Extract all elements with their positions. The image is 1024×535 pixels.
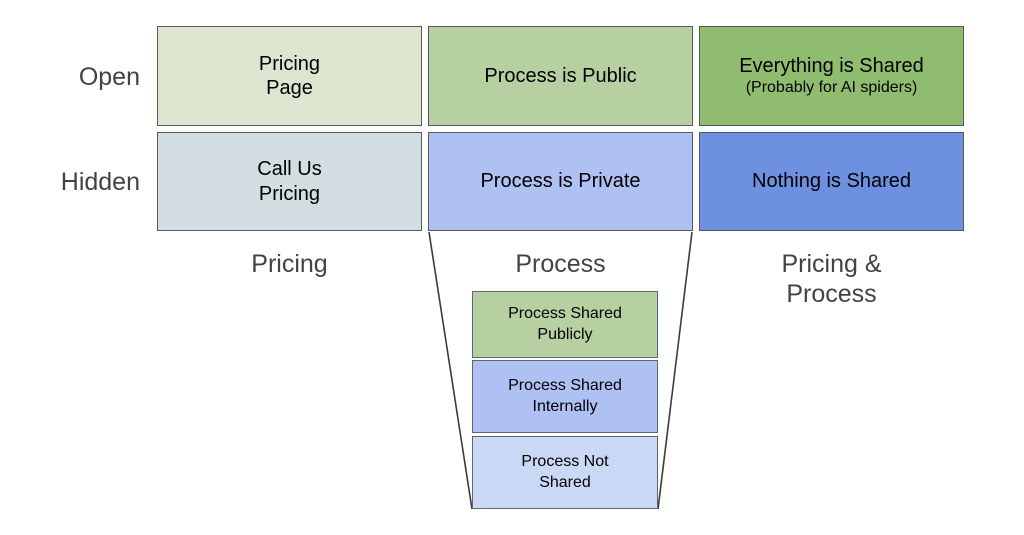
column-caption-process-line1: Process — [515, 250, 606, 278]
subbox-process-shared-publicly-line2: Publicly — [537, 325, 593, 343]
column-caption-pricing-line1: Pricing — [251, 250, 328, 278]
column-caption-pricing-and-process: Pricing & Process — [699, 249, 964, 309]
cell-call-us-pricing-line1: Call Us — [257, 158, 322, 181]
row-label-hidden: Hidden — [60, 168, 140, 196]
cell-process-is-public-line1: Process is Public — [484, 64, 637, 87]
cell-everything-is-shared[interactable]: Everything is Shared (Probably for AI sp… — [699, 26, 964, 126]
cell-process-is-private[interactable]: Process is Private — [428, 132, 693, 231]
column-caption-pricing: Pricing — [157, 249, 422, 279]
cell-everything-is-shared-note: (Probably for AI spiders) — [745, 79, 918, 97]
cell-pricing-page-line2: Page — [266, 77, 313, 99]
subbox-process-not-shared[interactable]: Process Not Shared — [472, 436, 658, 509]
row-label-open: Open — [78, 63, 140, 91]
cell-call-us-pricing-line2: Pricing — [258, 182, 321, 205]
subbox-process-shared-internally-line2: Internally — [532, 397, 598, 415]
subbox-process-not-shared-line2: Shared — [539, 473, 591, 491]
column-caption-pricing-and-process-line2: Process — [786, 280, 877, 308]
cell-nothing-is-shared-line1: Nothing is Shared — [752, 170, 911, 193]
cell-process-is-public[interactable]: Process is Public — [428, 26, 693, 126]
cell-pricing-page-line1: Pricing — [258, 52, 321, 75]
cell-call-us-pricing[interactable]: Call Us Pricing — [157, 132, 422, 231]
subbox-process-not-shared-line1: Process Not — [521, 452, 609, 470]
subbox-process-shared-internally[interactable]: Process Shared Internally — [472, 360, 658, 433]
column-caption-pricing-and-process-line1: Pricing & — [781, 250, 882, 278]
column-caption-process: Process — [428, 249, 693, 279]
cell-nothing-is-shared[interactable]: Nothing is Shared — [699, 132, 964, 231]
subbox-process-shared-publicly-line1: Process Shared — [508, 304, 622, 322]
subbox-process-shared-publicly[interactable]: Process Shared Publicly — [472, 291, 658, 358]
cell-everything-is-shared-line1: Everything is Shared — [739, 54, 924, 77]
cell-process-is-private-line1: Process is Private — [480, 170, 641, 193]
subbox-process-shared-internally-line1: Process Shared — [508, 376, 622, 394]
cell-pricing-page[interactable]: Pricing Page — [157, 26, 422, 126]
